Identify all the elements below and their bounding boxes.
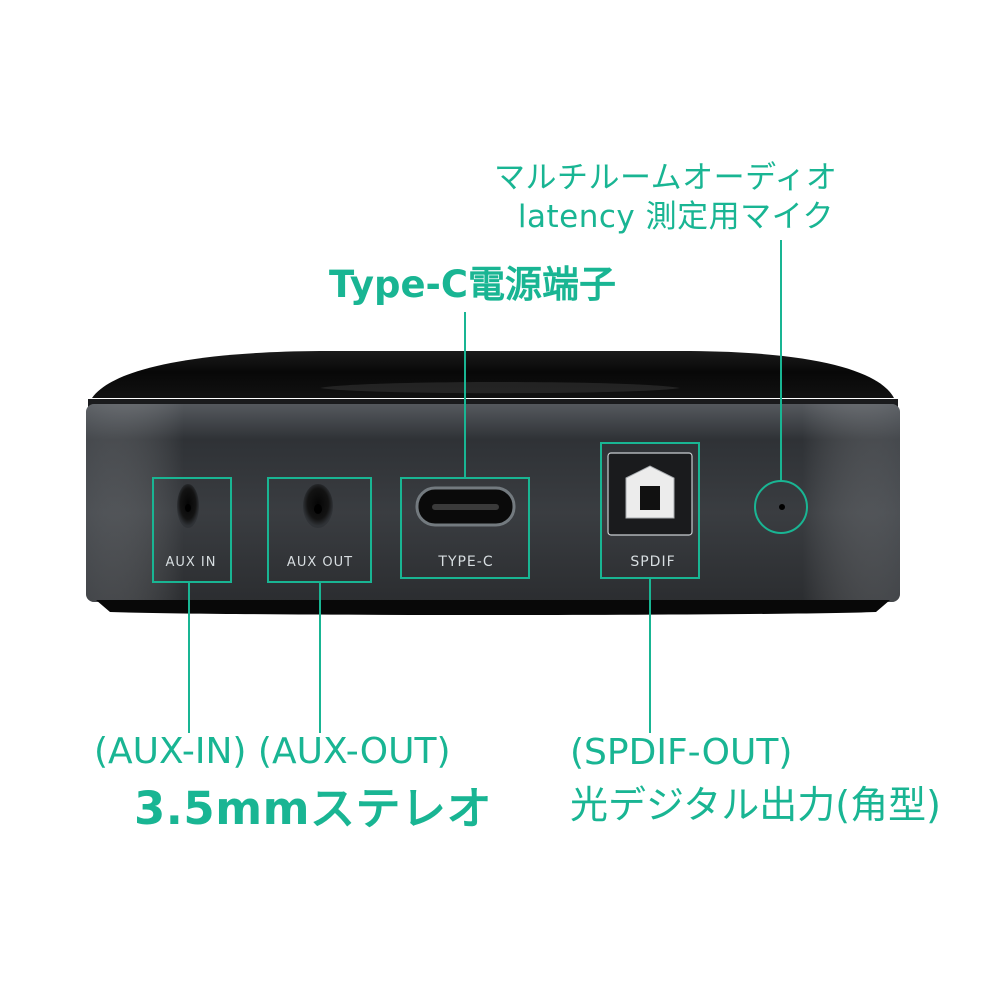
spdif-caption-line1: (SPDIF-OUT) <box>570 732 793 773</box>
aux-caption-line1: (AUX-IN) (AUX-OUT) <box>94 731 451 772</box>
dome-highlight <box>320 382 680 394</box>
type-c-tongue <box>432 504 499 510</box>
spdif-label: SPDIF <box>630 554 675 570</box>
type-c-label: TYPE-C <box>437 554 493 570</box>
mic-caption-line2: latency 測定用マイク <box>517 199 834 235</box>
spdif-caption-line2: 光デジタル出力(角型) <box>570 783 941 827</box>
spdif-core <box>640 486 660 510</box>
aux-in-highlight-box <box>152 477 232 583</box>
mic-caption-line1: マルチルームオーディオ <box>494 160 838 196</box>
device-base <box>96 600 890 615</box>
type-c-port <box>400 477 530 579</box>
typec-caption: Type-C電源端子 <box>329 263 617 306</box>
spdif-port <box>600 442 700 579</box>
aux-out-port <box>267 477 372 583</box>
aux-out-label: AUX OUT <box>287 555 353 570</box>
mic-hole <box>779 504 785 510</box>
aux-caption-line2: 3.5mmステレオ <box>134 782 492 835</box>
aux-in-label: AUX IN <box>165 555 216 570</box>
aux-in-jack-hole <box>185 504 191 512</box>
aux-in-port <box>152 477 232 583</box>
device-top-dome <box>92 351 894 398</box>
aux-out-jack-hole <box>314 504 322 514</box>
